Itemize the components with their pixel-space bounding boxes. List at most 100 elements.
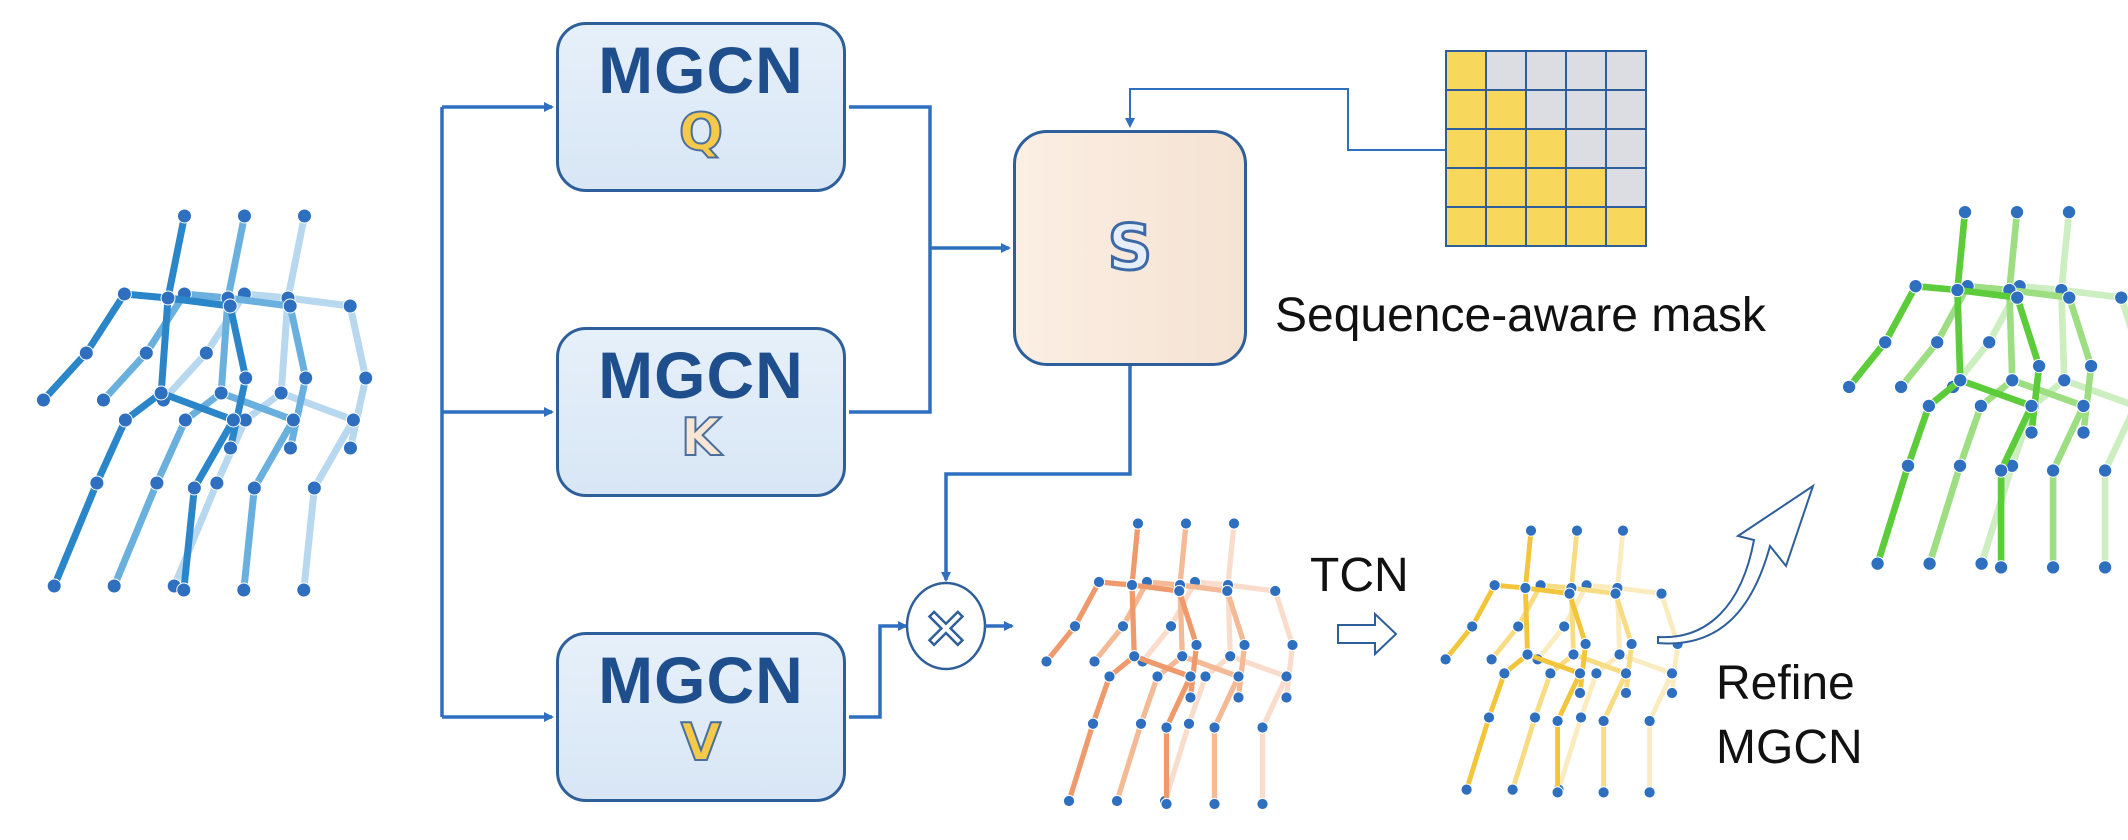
- skeleton-bone: [157, 294, 172, 397]
- skeleton-joint: [1256, 797, 1269, 811]
- skeleton-joint: [1570, 524, 1584, 537]
- skeleton-bone: [2006, 286, 2016, 384]
- skeleton-bone: [1954, 286, 1964, 384]
- skeleton-joint: [1232, 691, 1245, 704]
- skeleton-joint: [1128, 650, 1141, 663]
- mask-cell-visible: [1445, 206, 1487, 247]
- skeleton-bone: [1043, 623, 1078, 665]
- mask-cell-visible: [1565, 167, 1607, 208]
- skeleton-bone: [224, 294, 294, 310]
- mask-cell-visible: [1605, 206, 1647, 247]
- mask-cell-masked: [1605, 167, 1647, 208]
- skeleton-joint: [1190, 638, 1203, 652]
- skeleton-bone: [1259, 673, 1290, 731]
- skeleton-bone: [1522, 528, 1534, 591]
- skeleton-bone: [226, 302, 250, 382]
- qk-to-s-arrows: [849, 105, 1011, 414]
- skeleton-bone: [180, 484, 198, 594]
- skeleton-joint: [222, 298, 238, 314]
- skeleton-joint: [1280, 691, 1293, 704]
- mask-to-s-arrow: [1125, 88, 1446, 151]
- skeleton-joint: [342, 440, 358, 456]
- skeleton-bone: [1556, 715, 1584, 793]
- skeleton-bone: [164, 212, 188, 302]
- mask-cell-masked: [1525, 89, 1567, 130]
- tcn-hollow-arrow-icon: [1337, 611, 1398, 657]
- skeleton-bone: [93, 416, 129, 487]
- mask-cell-visible: [1525, 206, 1567, 247]
- skeleton-joint: [1184, 691, 1197, 704]
- skeleton-joint: [160, 290, 176, 306]
- skeleton-bone: [226, 374, 250, 452]
- skeleton-joint: [1134, 717, 1148, 730]
- v-to-multiply-arrow: [849, 621, 908, 719]
- mgcn-query-box: MGCN Q: [556, 22, 846, 192]
- skeleton-joint: [1110, 794, 1124, 808]
- skeleton-joint: [2097, 560, 2113, 575]
- skeleton-bone: [1904, 402, 1933, 470]
- skeleton-bone: [1897, 338, 1941, 391]
- mask-cell-masked: [1485, 50, 1527, 91]
- skeleton-joint: [1930, 335, 1945, 350]
- skeleton-bone: [300, 484, 318, 594]
- skeleton-bone: [1443, 624, 1475, 662]
- skeleton-joint: [246, 480, 262, 496]
- skeleton-joint: [1655, 587, 1668, 600]
- mask-cell-visible: [1445, 128, 1487, 169]
- skeleton-joint: [236, 208, 252, 224]
- skeleton-joint: [1498, 667, 1511, 680]
- skeleton-joint: [2024, 425, 2039, 440]
- skeleton-joint: [186, 480, 202, 496]
- skeleton-joint: [1579, 637, 1592, 651]
- skeleton-joint: [1182, 717, 1196, 730]
- skeleton-bone: [217, 294, 232, 397]
- skeleton-joint: [1841, 379, 1857, 395]
- skeleton-joint: [1524, 524, 1538, 537]
- skeleton-bone: [224, 212, 248, 302]
- skeleton-joint: [306, 480, 322, 496]
- skeleton-joint: [1665, 667, 1679, 680]
- mask-cell-visible: [1445, 89, 1487, 130]
- mask-cell-visible: [1485, 206, 1527, 247]
- skeleton-bone: [39, 349, 90, 404]
- skeleton-bone: [82, 290, 128, 357]
- skeleton-bone: [1464, 715, 1492, 793]
- mask-cell-visible: [1565, 206, 1607, 247]
- skeleton-joint: [1439, 653, 1452, 666]
- skeleton-joint: [1160, 721, 1173, 734]
- skeleton-bone: [1515, 582, 1544, 629]
- skeleton-bone: [1225, 520, 1237, 588]
- skeleton-joint: [2045, 560, 2061, 575]
- mgcn-key-box: MGCN K: [556, 327, 846, 497]
- skeleton-joint: [1616, 524, 1630, 537]
- skeleton-joint: [176, 582, 192, 598]
- sequence-aware-mask-grid: [1445, 50, 1647, 247]
- skeleton-joint: [1993, 560, 2009, 575]
- refine-label-line1: Refine: [1716, 657, 1855, 710]
- skeleton-joint: [209, 475, 225, 491]
- skeleton-joint: [213, 385, 229, 401]
- skeleton-joint: [198, 345, 214, 361]
- mask-cell-visible: [1445, 167, 1487, 208]
- mgcn-value-title: MGCN: [598, 643, 804, 717]
- skeleton-bone: [1139, 623, 1174, 665]
- skeleton-bone: [217, 389, 297, 424]
- skeleton-bone: [1568, 528, 1580, 591]
- skeleton-joint: [225, 412, 241, 428]
- sequence-aware-mask-label: Sequence-aware mask: [1275, 289, 1766, 342]
- skeleton-bone: [1956, 376, 2035, 410]
- mask-cell-masked: [1605, 50, 1647, 91]
- skeleton-joint: [298, 370, 314, 386]
- skeleton-joint: [282, 440, 298, 456]
- mask-cell-visible: [1525, 167, 1567, 208]
- skeleton-bone: [1129, 582, 1137, 659]
- skeleton-bone: [1535, 624, 1567, 662]
- skeleton-bone: [1114, 721, 1144, 804]
- skeleton-joint: [2009, 204, 2025, 220]
- skeleton-joint: [2076, 398, 2091, 414]
- skeleton-joint: [1512, 620, 1525, 633]
- mask-cell-masked: [1525, 50, 1567, 91]
- skeleton-joint: [358, 370, 374, 386]
- skeleton-joint: [1238, 638, 1251, 652]
- skeleton-bone: [1601, 670, 1629, 724]
